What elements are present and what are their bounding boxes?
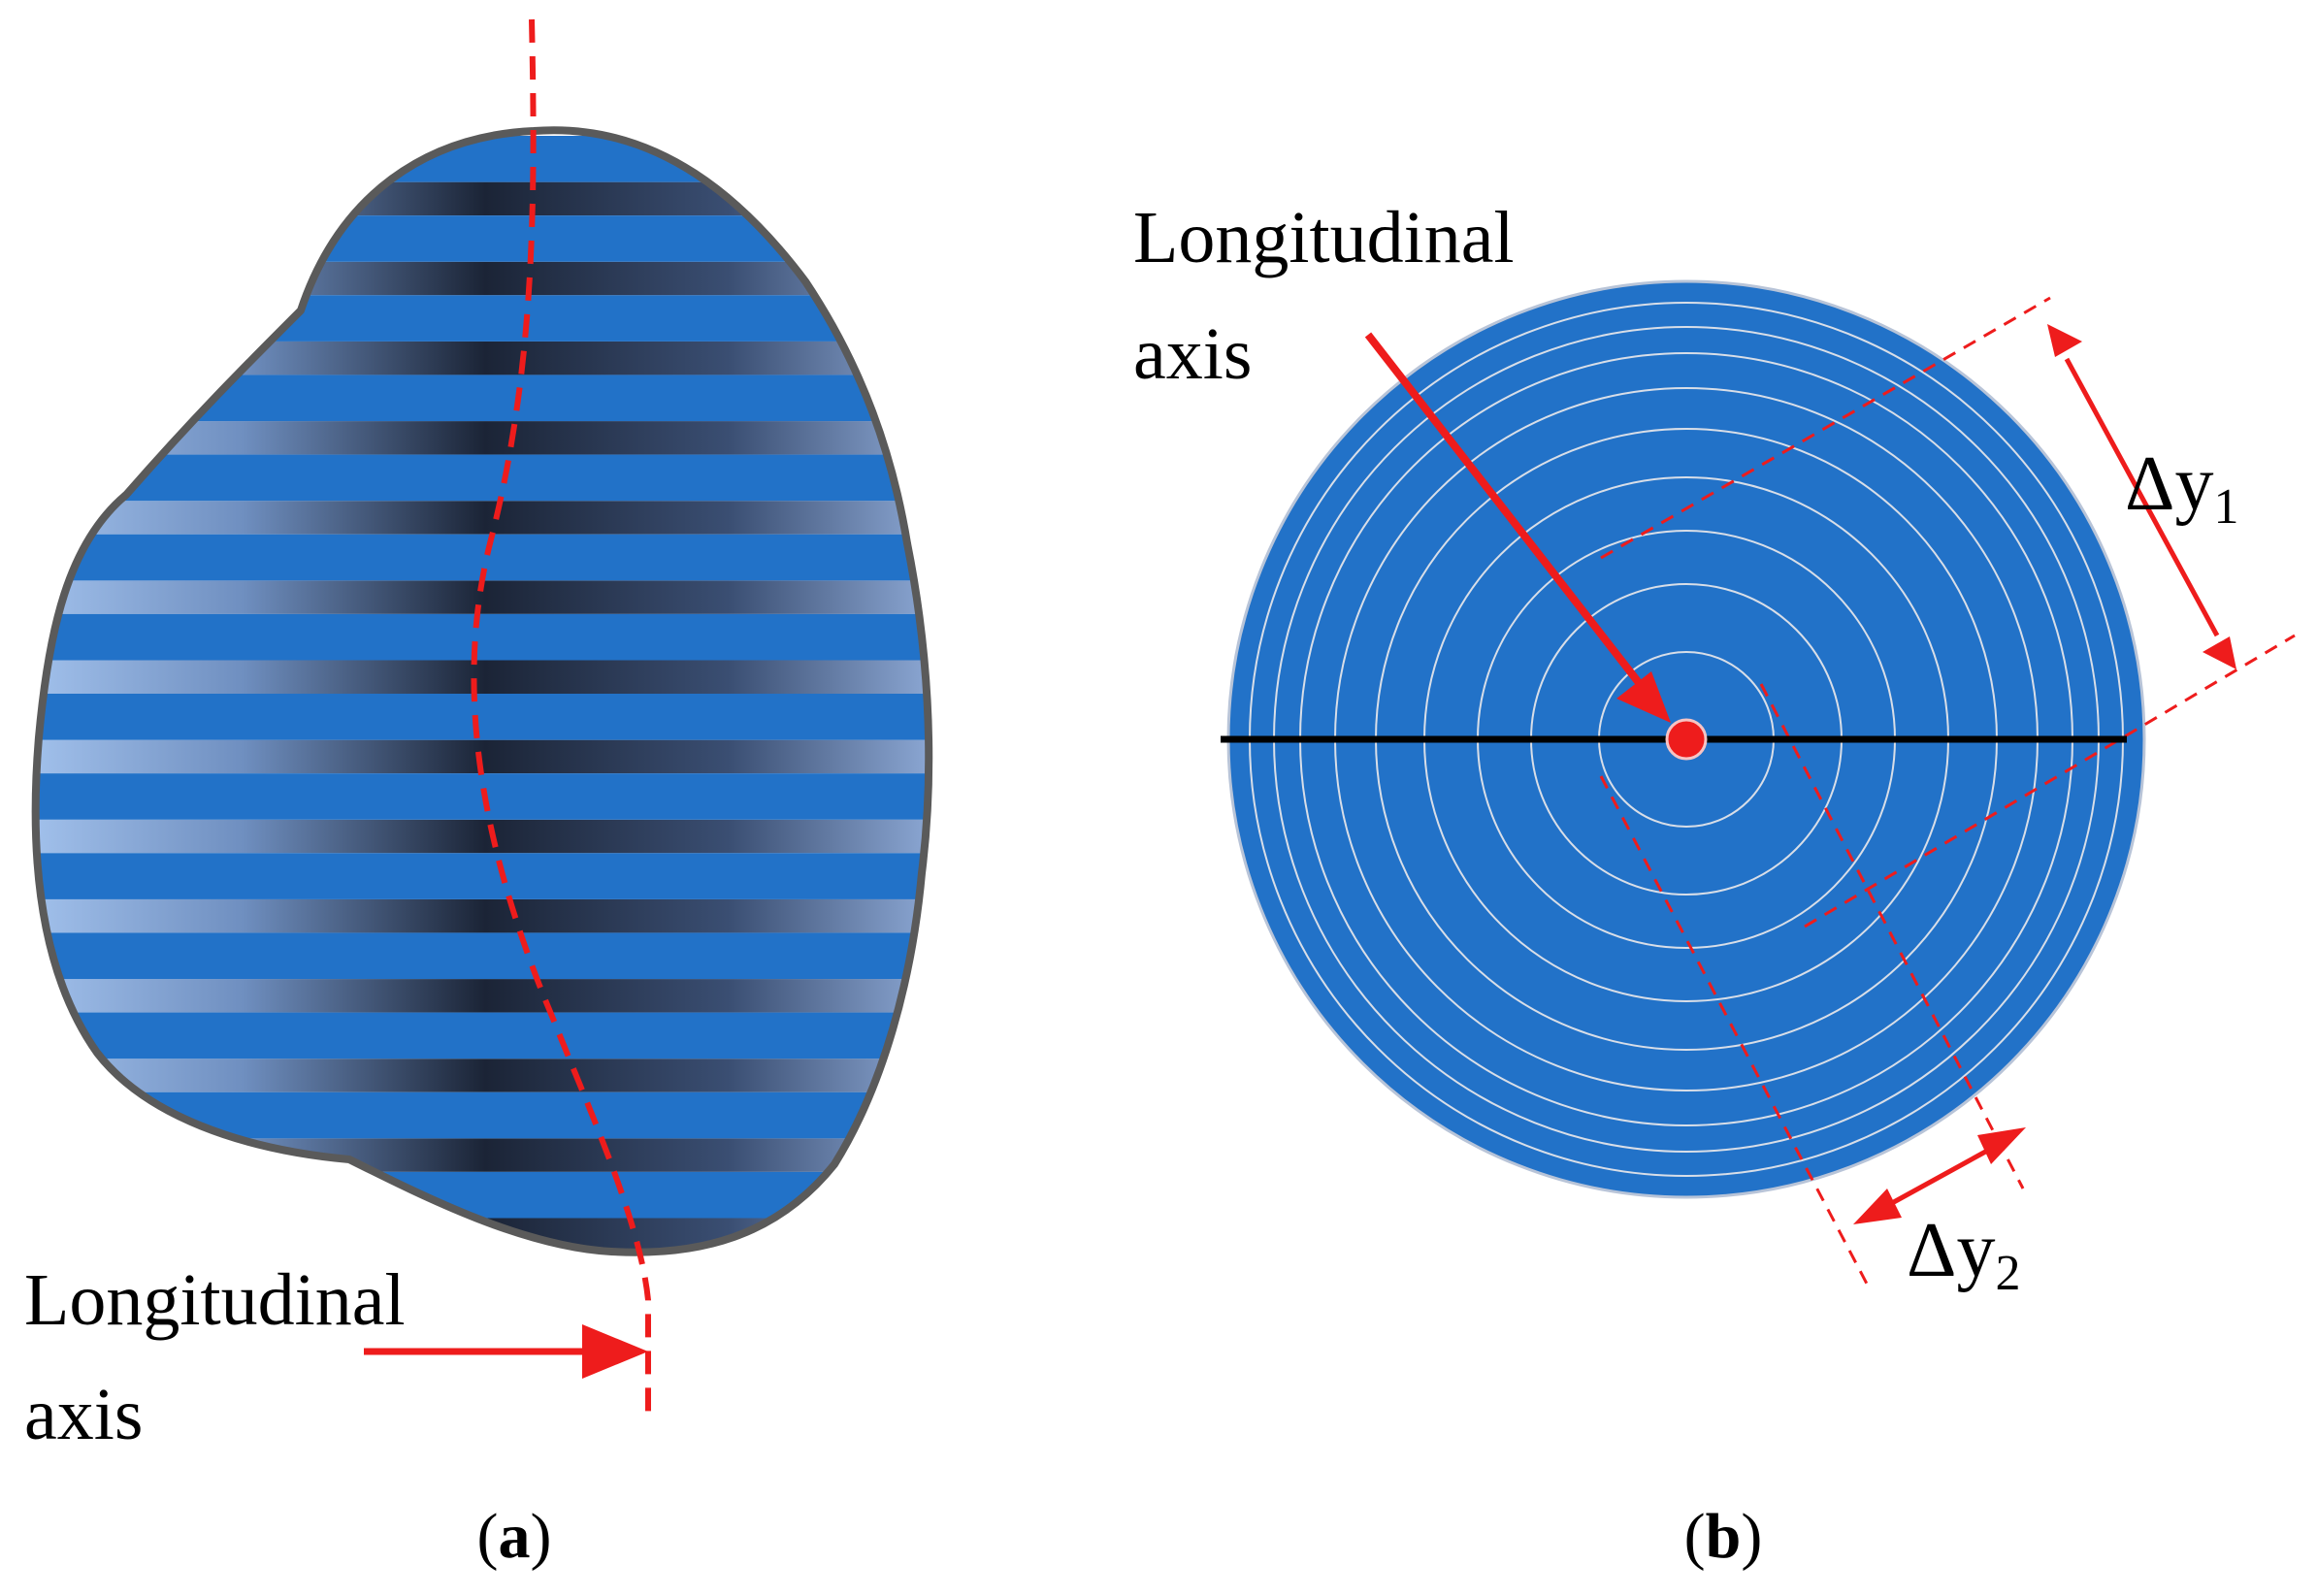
slice-rim [35,819,930,854]
slice-face [35,613,930,661]
axis-label-a-line1: Longitudinal [24,1259,406,1341]
slice-face [35,853,930,899]
delta2-dimension-line [1890,1147,1991,1206]
slice-face [35,1012,930,1059]
axis-pointer-arrow-b [1364,332,1644,687]
guide-line-1a [1600,296,2051,560]
slice-rim [35,580,930,614]
delta2-arrowhead-right [1977,1127,2026,1164]
axis-label-a-line2: axis [24,1374,143,1455]
slice-rim [35,421,930,455]
axis-pointer-arrowhead-b [1616,671,1671,723]
slice-face [35,136,930,182]
slice-rim [35,261,930,296]
guide-line-2a [1599,775,1870,1287]
panel-a: Longitudinal axis (a) [24,18,933,1572]
delta1-arrowhead-top [2047,324,2082,357]
slice-rim [35,181,930,216]
panel-b: Longitudinal axis Δy1 Δy2 (b) [1133,197,2296,1572]
delta1-dimension-line [2064,357,2220,637]
caption-a-close: ) [531,1501,552,1572]
caption-a: (a) [477,1501,552,1572]
slice-rim [35,341,930,375]
axis-label-b-line1: Longitudinal [1133,197,1515,278]
slice-rim [35,501,930,535]
slice-rim [35,1059,930,1092]
slice-face [35,375,930,422]
delta-y1-subscript: 1 [2213,479,2238,535]
axis-pointer-arrowhead-a [582,1324,648,1379]
delta-y2-subscript: 2 [1995,1246,2020,1301]
slice-face [35,932,930,980]
slice-rim [35,660,930,694]
slice-face [35,215,930,262]
caption-b-letter: b [1706,1501,1742,1572]
delta-y1-label: Δy1 [2125,441,2238,535]
slice-rim [35,898,930,933]
axis-label-b-line2: axis [1133,313,1252,395]
longitudinal-axis-curve [471,18,651,1421]
slice-stack [35,136,930,1252]
caption-b: (b) [1684,1501,1763,1572]
caption-a-open: ( [477,1501,499,1572]
slice-face [35,694,930,740]
delta-y2-label: Δy2 [1907,1208,2020,1301]
caption-a-letter: a [499,1501,531,1572]
delta-y1-symbol: Δy [2125,441,2213,527]
caption-b-close: ) [1741,1501,1762,1572]
guide-line-1b [1804,634,2296,928]
slice-rim [35,1138,930,1172]
center-point [1665,718,1708,761]
slice-rim [35,739,930,774]
delta2-arrowhead-left [1853,1189,1902,1224]
delta1-arrowhead-bottom [2203,636,2236,669]
slice-rim [35,979,930,1013]
caption-b-open: ( [1684,1501,1706,1572]
delta-y2-symbol: Δy [1907,1208,1995,1293]
guide-line-2b [1759,683,2025,1189]
body-outline [31,126,933,1256]
slice-face [35,454,930,502]
